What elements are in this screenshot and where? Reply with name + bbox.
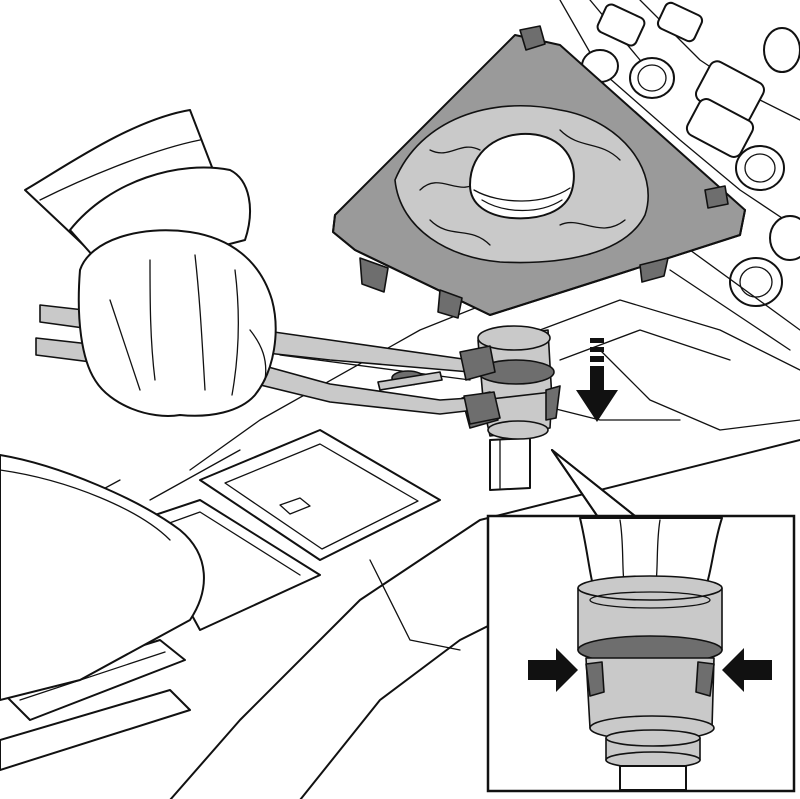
dash-knob — [769, 215, 800, 261]
locking-tab-left — [585, 661, 605, 697]
center-console — [0, 289, 800, 799]
panel-clip — [704, 185, 729, 209]
dashboard-background — [559, 0, 800, 351]
armrest — [0, 454, 205, 701]
panel-clip — [639, 257, 669, 283]
dash-button — [596, 3, 646, 47]
down-arrow-icon — [576, 338, 618, 422]
dash-knob — [735, 145, 785, 191]
dash-knob — [729, 257, 783, 307]
locking-tab — [545, 385, 561, 421]
squeeze-arrow-left-icon — [528, 648, 578, 692]
dash-knob — [763, 27, 800, 73]
gear-knob-icon — [469, 132, 575, 220]
panel-clip — [519, 25, 546, 51]
detail-inset — [486, 514, 796, 793]
gloved-hand-icon — [24, 109, 277, 417]
dash-button — [685, 98, 755, 158]
dash-button — [656, 1, 704, 43]
dash-knob — [629, 57, 675, 99]
squeeze-arrow-right-icon — [722, 648, 772, 692]
storage-tray — [199, 429, 441, 561]
side-trim — [0, 689, 191, 771]
panel-clip — [359, 257, 389, 293]
shift-shaft — [489, 437, 531, 491]
panel-clip — [437, 289, 463, 319]
locking-tab-right — [695, 661, 715, 697]
